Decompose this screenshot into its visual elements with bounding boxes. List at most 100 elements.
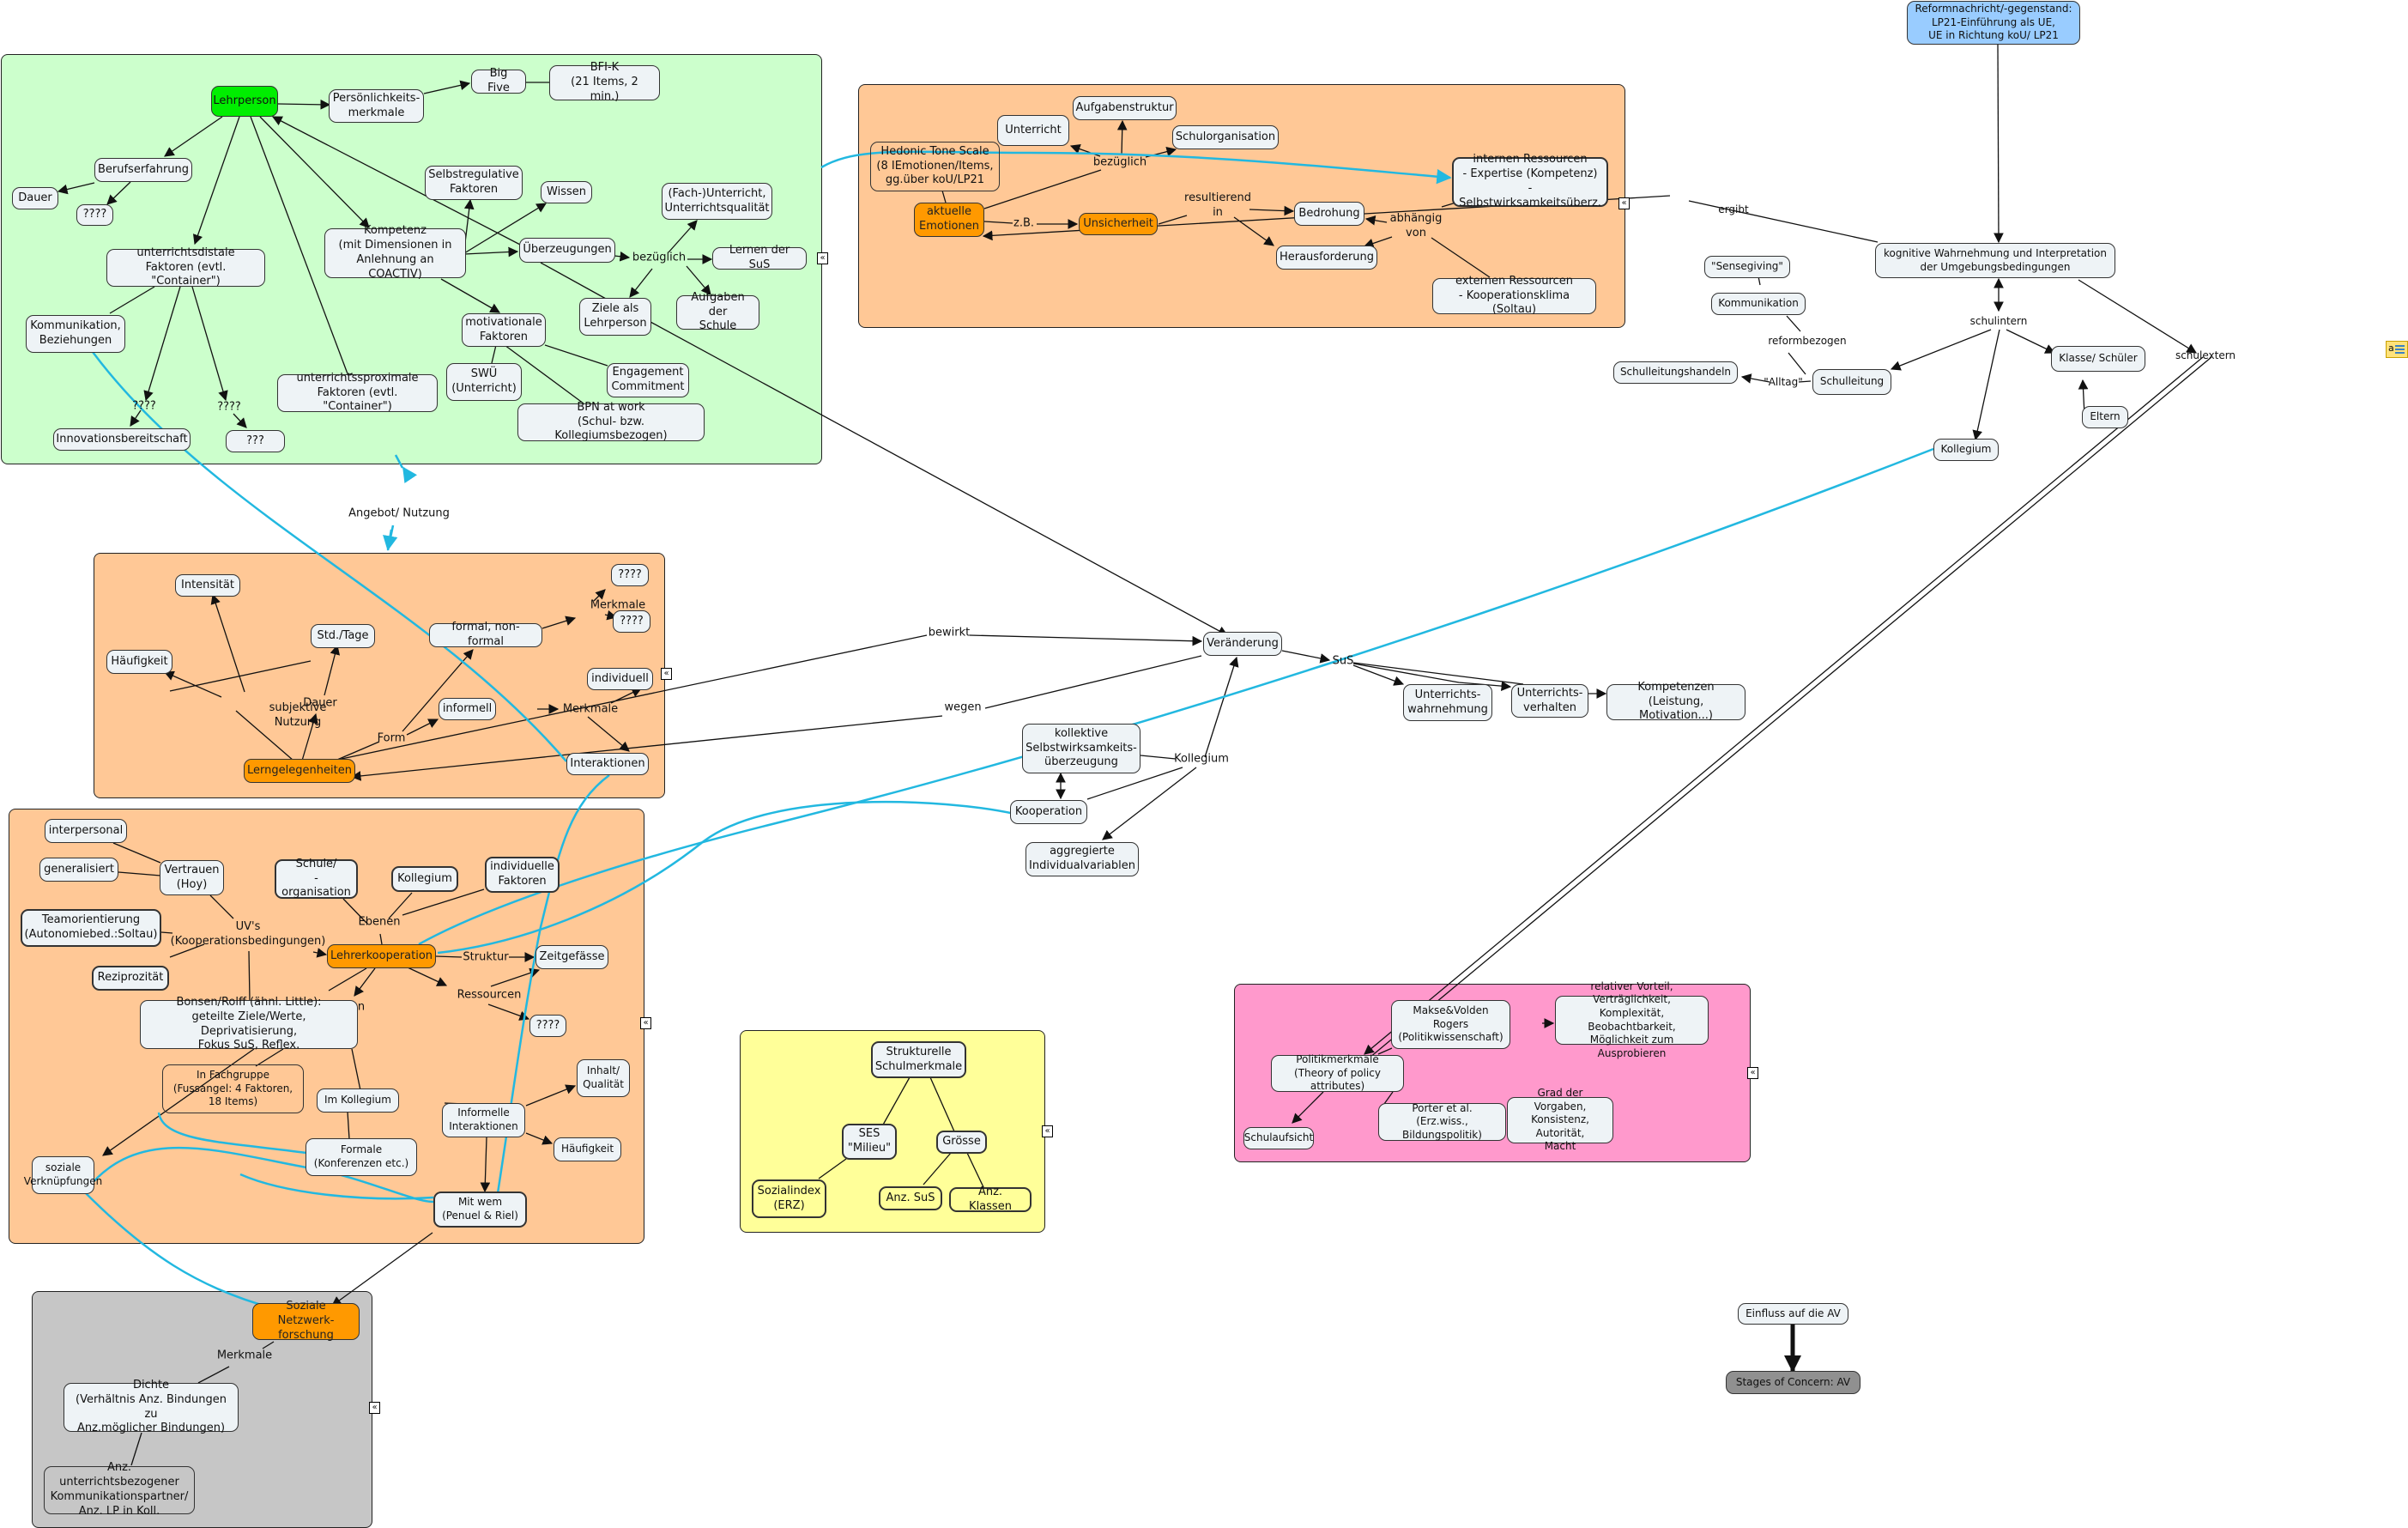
node-formal-non-formal[interactable]: formal, non-formal bbox=[429, 621, 542, 648]
node-grad-der-vorgaben[interactable]: Grad der Vorgaben, Konsistenz, Autorität… bbox=[1507, 1087, 1613, 1152]
node-individuell[interactable]: individuell bbox=[587, 668, 653, 690]
node-relativer-vorteil[interactable]: relativer Vorteil, Verträglichkeit, Komp… bbox=[1555, 980, 1709, 1059]
node-persoenlichkeitsmerkmale[interactable]: Persönlichkeits- merkmale bbox=[329, 89, 424, 123]
node-aktuelle-emotionen[interactable]: aktuelle Emotionen bbox=[914, 203, 984, 237]
node-schule-organisation[interactable]: Schule/ -organisation bbox=[275, 858, 358, 899]
collapse-toggle-emotions[interactable]: « bbox=[1618, 197, 1630, 209]
node-interaktionen[interactable]: Interaktionen bbox=[566, 753, 649, 775]
node-haeufigkeit[interactable]: Häufigkeit bbox=[106, 650, 172, 674]
node-ziele-als-lehrperson[interactable]: Ziele als Lehrperson bbox=[579, 298, 651, 336]
node-unsicherheit[interactable]: Unsicherheit bbox=[1079, 213, 1158, 235]
node-kommunikation-beziehungen[interactable]: Kommunikation, Beziehungen bbox=[26, 315, 125, 353]
node-inhalt-qualitaet[interactable]: Inhalt/ Qualität bbox=[577, 1059, 630, 1097]
node-unknown[interactable]: ???? bbox=[611, 564, 649, 586]
node-kompetenz[interactable]: Kompetenz (mit Dimensionen in Anlehnung … bbox=[324, 224, 466, 281]
node-kognitive-wahrnehmung[interactable]: kognitive Wahrnehmung und Interpretation… bbox=[1875, 243, 2115, 278]
collapse-toggle-structure[interactable]: « bbox=[1042, 1125, 1053, 1137]
node-aufgaben-der-schule[interactable]: Aufgaben der Schule bbox=[676, 291, 759, 332]
node-hedonic-tone-scale[interactable]: Hedonic Tone Scale (8 IEmotionen/Items, … bbox=[870, 142, 1000, 191]
node-groesse[interactable]: Grösse bbox=[936, 1131, 987, 1154]
node-vertrauen[interactable]: Vertrauen (Hoy) bbox=[160, 860, 224, 895]
node-kollegium-ebene[interactable]: Kollegium bbox=[391, 866, 458, 892]
collapse-toggle-learning[interactable]: « bbox=[661, 668, 672, 680]
node-reformnachricht[interactable]: Reformnachricht/-gegenstand: LP21-Einfüh… bbox=[1907, 1, 2080, 45]
node-ueberzeugungen[interactable]: Überzeugungen bbox=[519, 238, 615, 263]
node-unterrichtsproximale-faktoren[interactable]: unterrichtssproximale Faktoren (evtl. "C… bbox=[277, 372, 438, 413]
node-politikmerkmale[interactable]: Politikmerkmale (Theory of policy attrib… bbox=[1271, 1053, 1404, 1092]
node-unknown[interactable]: ??? bbox=[226, 430, 285, 452]
node-veraenderung[interactable]: Veränderung bbox=[1203, 632, 1282, 656]
node-informelle-interaktionen[interactable]: Informelle Interaktionen bbox=[442, 1103, 525, 1137]
node-kollegium[interactable]: Kollegium bbox=[1933, 439, 1999, 461]
node-unterrichtsdistale-faktoren[interactable]: unterrichtsdistale Faktoren (evtl. "Cont… bbox=[106, 246, 265, 288]
node-swue[interactable]: SWÜ (Unterricht) bbox=[446, 363, 522, 401]
node-lernen-der-sus[interactable]: Lernen der SuS bbox=[712, 244, 807, 271]
node-intensitaet[interactable]: Intensität bbox=[175, 574, 240, 597]
node-unknown[interactable]: ???? bbox=[76, 204, 113, 226]
node-schulorganisation[interactable]: Schulorganisation bbox=[1172, 125, 1279, 149]
node-berufserfahrung[interactable]: Berufserfahrung bbox=[94, 158, 192, 182]
node-haeufigkeit-2[interactable]: Häufigkeit bbox=[554, 1137, 621, 1161]
node-teamorientierung[interactable]: Teamorientierung (Autonomiebed.:Soltau) bbox=[21, 909, 161, 947]
node-kompetenzen[interactable]: Kompetenzen (Leistung, Motivation...) bbox=[1606, 681, 1745, 722]
collapse-toggle-cooperation[interactable]: « bbox=[640, 1017, 651, 1029]
node-lehrperson[interactable]: Lehrperson bbox=[211, 86, 278, 117]
node-unterrichtswahrnehmung[interactable]: Unterrichts- wahrnehmung bbox=[1403, 684, 1492, 721]
node-sozialindex[interactable]: Sozialindex (ERZ) bbox=[752, 1179, 826, 1218]
node-soziale-netzwerkforschung[interactable]: Soziale Netzwerk- forschung bbox=[252, 1300, 360, 1342]
node-generalisiert[interactable]: generalisiert bbox=[39, 858, 118, 882]
node-stages-of-concern[interactable]: Stages of Concern: AV bbox=[1726, 1371, 1860, 1394]
collapse-toggle-policy[interactable]: « bbox=[1747, 1067, 1758, 1079]
node-lehrerkooperation[interactable]: Lehrerkooperation bbox=[327, 944, 436, 968]
node-interpersonal[interactable]: interpersonal bbox=[45, 819, 127, 843]
node-einfluss-auf-die-av[interactable]: Einfluss auf die AV bbox=[1738, 1303, 1848, 1325]
node-schulleitung[interactable]: Schulleitung bbox=[1812, 369, 1891, 395]
node-aufgabenstruktur[interactable]: Aufgabenstruktur bbox=[1073, 96, 1177, 120]
node-motivationale-faktoren[interactable]: motivationale Faktoren bbox=[462, 313, 546, 347]
node-porter[interactable]: Porter et al. (Erz.wiss., Bildungspoliti… bbox=[1378, 1102, 1506, 1141]
collapse-toggle-network[interactable]: « bbox=[369, 1402, 380, 1414]
node-wissen[interactable]: Wissen bbox=[541, 181, 592, 203]
node-reziprozitaet[interactable]: Reziprozität bbox=[92, 966, 169, 991]
node-dichte[interactable]: Dichte (Verhältnis Anz. Bindungen zu Anz… bbox=[64, 1379, 239, 1434]
node-individuelle-faktoren[interactable]: individuelle Faktoren bbox=[485, 857, 560, 893]
node-anz-kommunikationspartner[interactable]: Anz. unterrichtsbezogener Kommunikations… bbox=[44, 1461, 195, 1518]
node-strukturelle-schulmerkmale[interactable]: Strukturelle Schulmerkmale bbox=[871, 1041, 966, 1078]
node-soziale-verknuepfungen[interactable]: soziale Verknüpfungen bbox=[24, 1156, 102, 1194]
node-unknown[interactable]: ???? bbox=[613, 610, 650, 633]
node-unknown[interactable]: ???? bbox=[529, 1015, 566, 1037]
node-mit-wem[interactable]: Mit wem (Penuel & Riel) bbox=[433, 1191, 527, 1228]
node-unterricht[interactable]: Unterricht bbox=[997, 115, 1069, 146]
node-klasse-schueler[interactable]: Klasse/ Schüler bbox=[2051, 346, 2145, 372]
node-anz-sus[interactable]: Anz. SuS bbox=[879, 1186, 942, 1210]
node-bedrohung[interactable]: Bedrohung bbox=[1294, 202, 1364, 226]
node-informell[interactable]: informell bbox=[439, 698, 496, 720]
node-dauer[interactable]: Dauer bbox=[12, 187, 58, 209]
node-lerngelegenheiten[interactable]: Lerngelegenheiten bbox=[244, 759, 355, 783]
node-sensegiving[interactable]: "Sensegiving" bbox=[1704, 256, 1790, 278]
node-zeitgefaesse[interactable]: Zeitgefässe bbox=[535, 945, 608, 969]
node-im-kollegium[interactable]: Im Kollegium bbox=[317, 1088, 399, 1113]
node-kommunikation[interactable]: Kommunikation bbox=[1711, 293, 1806, 315]
node-bpn-at-work[interactable]: BPN at work (Schul- bzw. Kollegiumsbezog… bbox=[517, 401, 705, 442]
node-innovationsbereitschaft[interactable]: Innovationsbereitschaft bbox=[53, 428, 191, 451]
node-kooperation[interactable]: Kooperation bbox=[1010, 800, 1087, 824]
node-herausforderung[interactable]: Herausforderung bbox=[1276, 246, 1377, 270]
node-bfi-k[interactable]: BFI-K (21 Items, 2 min.) bbox=[549, 61, 660, 103]
node-in-fachgruppe[interactable]: In Fachgruppe (Fussangel: 4 Faktoren, 18… bbox=[162, 1064, 304, 1113]
node-schulaufsicht[interactable]: Schulaufsicht bbox=[1243, 1127, 1314, 1149]
collapse-toggle-teacher[interactable]: « bbox=[817, 252, 828, 264]
node-externe-ressourcen[interactable]: externen Ressourcen - Kooperationsklima … bbox=[1432, 275, 1596, 316]
note-icon[interactable]: a bbox=[2386, 341, 2408, 358]
node-interne-ressourcen[interactable]: internen Ressourcen - Expertise (Kompete… bbox=[1452, 153, 1608, 209]
node-schulleitungshandeln[interactable]: Schulleitungshandeln bbox=[1613, 361, 1738, 384]
node-aggregierte-individualvariablen[interactable]: aggregierte Individualvariablen bbox=[1026, 842, 1139, 876]
node-eltern[interactable]: Eltern bbox=[2082, 406, 2128, 428]
node-engagement[interactable]: Engagement Commitment bbox=[607, 363, 689, 397]
node-bonsen-rolff[interactable]: Bonsen/Rolff (ähnl. Little): geteilte Zi… bbox=[140, 996, 358, 1052]
node-unterrichtsverhalten[interactable]: Unterrichts- verhalten bbox=[1511, 684, 1588, 718]
node-ses-milieu[interactable]: SES "Milieu" bbox=[842, 1124, 897, 1160]
node-selbstregulative-faktoren[interactable]: Selbstregulative Faktoren bbox=[425, 166, 523, 200]
node-formale[interactable]: Formale (Konferenzen etc.) bbox=[306, 1138, 417, 1176]
node-fach-unterricht[interactable]: (Fach-)Unterricht, Unterrichtsqualität bbox=[662, 183, 772, 220]
